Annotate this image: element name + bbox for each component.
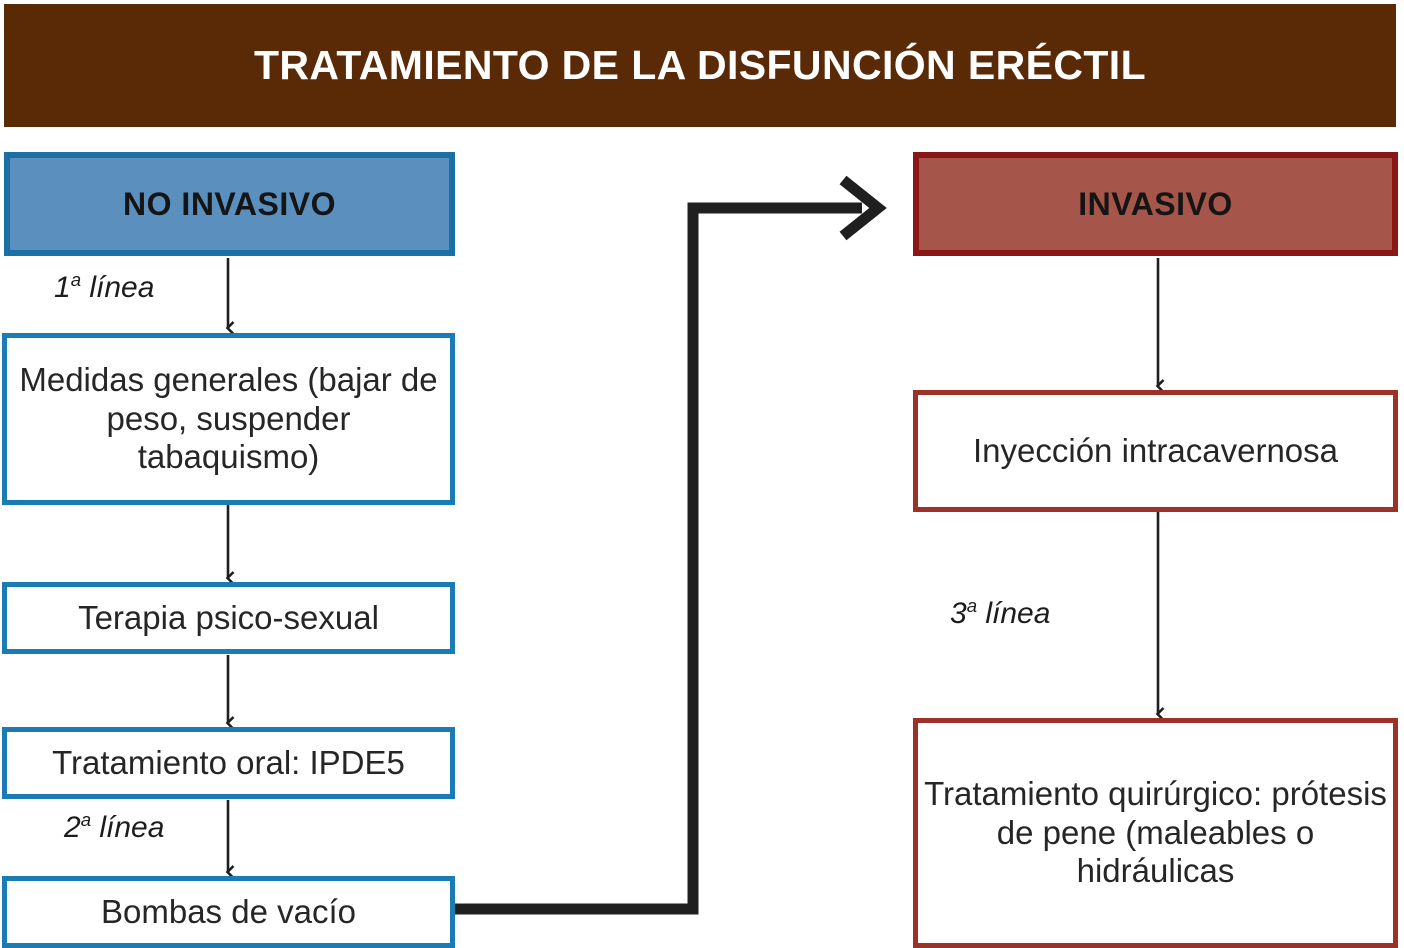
stage-label-primera-word: línea bbox=[89, 271, 155, 304]
stage-label-primera-ordinal: a bbox=[70, 269, 82, 290]
stage-label-tercera-number: 3 bbox=[950, 597, 967, 630]
stage-label-tercera-ordinal: a bbox=[966, 595, 978, 616]
node-inyeccion-intracavernosa-label: Inyección intracavernosa bbox=[972, 431, 1339, 469]
node-medidas-generales-label: Medidas generales (bajar de peso, suspen… bbox=[19, 360, 438, 476]
node-terapia-psico-sexual-label: Terapia psico-sexual bbox=[78, 598, 379, 636]
node-medidas-generales[interactable]: Medidas generales (bajar de peso, suspen… bbox=[2, 333, 455, 505]
node-tratamiento-oral-label: Tratamiento oral: IPDE5 bbox=[52, 743, 405, 781]
thick-connector-bombas-to-invasivo bbox=[455, 202, 862, 915]
stage-label-tercera-linea: 3a línea bbox=[950, 595, 1051, 631]
node-inyeccion-intracavernosa[interactable]: Inyección intracavernosa bbox=[913, 390, 1398, 512]
stage-label-segunda-linea: 2a línea bbox=[64, 809, 165, 845]
node-invasivo-header[interactable]: INVASIVO bbox=[913, 152, 1398, 256]
node-tratamiento-quirurgico[interactable]: Tratamiento quirúrgico: prótesis de pene… bbox=[913, 718, 1398, 948]
stage-label-segunda-number: 2 bbox=[64, 811, 81, 844]
thick-connector-arrowhead bbox=[839, 175, 887, 241]
node-tratamiento-quirurgico-label: Tratamiento quirúrgico: prótesis de pene… bbox=[924, 774, 1387, 890]
node-no-invasivo-header[interactable]: NO INVASIVO bbox=[4, 152, 455, 256]
stage-label-primera-number: 1 bbox=[54, 271, 71, 304]
stage-label-segunda-word: línea bbox=[99, 811, 165, 844]
node-bombas-de-vacio-label: Bombas de vacío bbox=[101, 892, 356, 930]
node-terapia-psico-sexual[interactable]: Terapia psico-sexual bbox=[2, 582, 455, 654]
stage-label-primera-linea: 1a línea bbox=[54, 269, 155, 305]
page-title-banner: TRATAMIENTO DE LA DISFUNCIÓN ERÉCTIL bbox=[4, 4, 1396, 127]
node-invasivo-header-label: INVASIVO bbox=[1078, 185, 1233, 222]
stage-label-segunda-ordinal: a bbox=[80, 809, 92, 830]
page-title: TRATAMIENTO DE LA DISFUNCIÓN ERÉCTIL bbox=[253, 41, 1147, 88]
stage-label-tercera-word: línea bbox=[985, 597, 1051, 630]
node-tratamiento-oral[interactable]: Tratamiento oral: IPDE5 bbox=[2, 727, 455, 799]
node-bombas-de-vacio[interactable]: Bombas de vacío bbox=[2, 876, 455, 948]
node-no-invasivo-header-label: NO INVASIVO bbox=[123, 185, 336, 222]
